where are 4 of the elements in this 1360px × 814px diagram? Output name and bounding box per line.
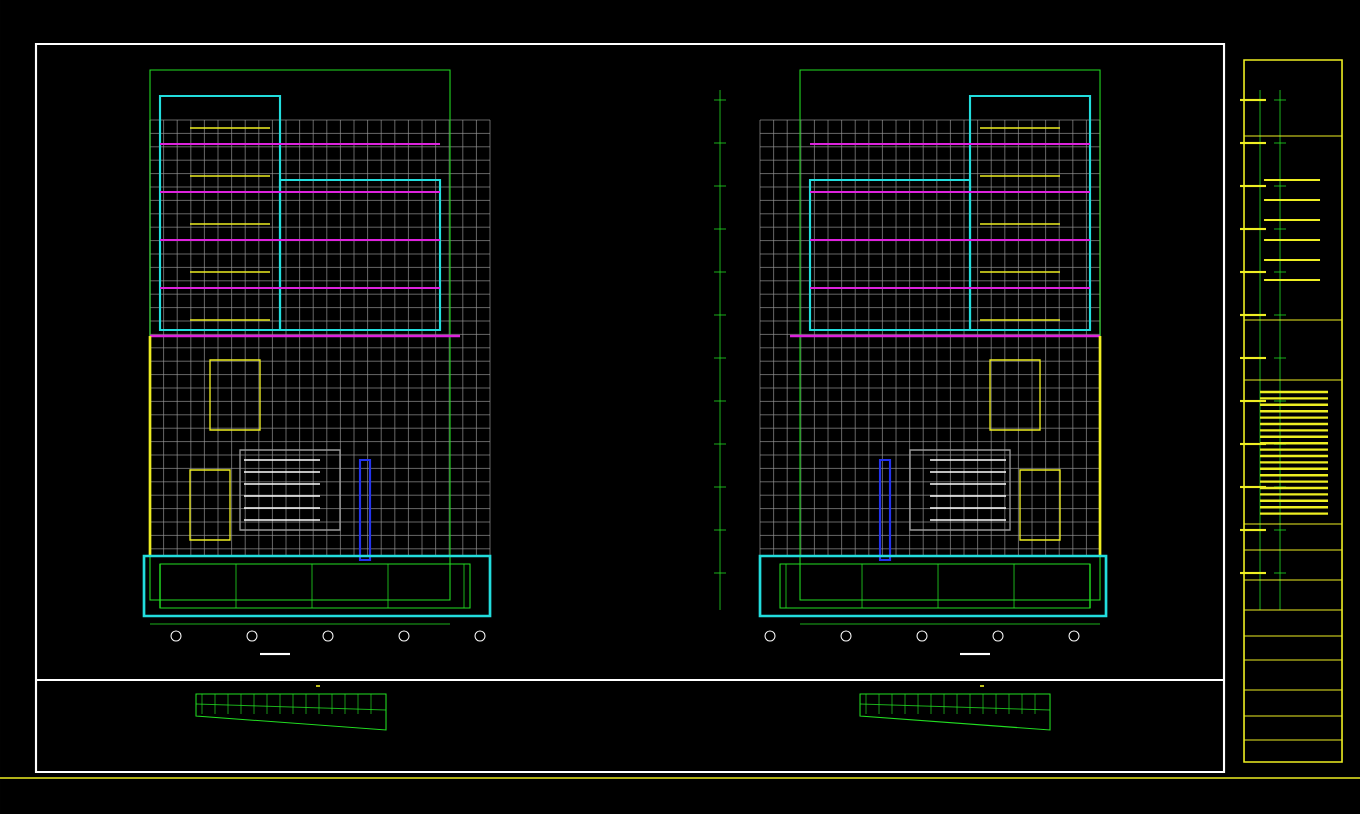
key-plan-drawing bbox=[195, 685, 387, 731]
key-plan-drawing bbox=[859, 685, 1051, 731]
building-section-drawing bbox=[142, 69, 492, 656]
building-section-drawing bbox=[713, 69, 1287, 656]
